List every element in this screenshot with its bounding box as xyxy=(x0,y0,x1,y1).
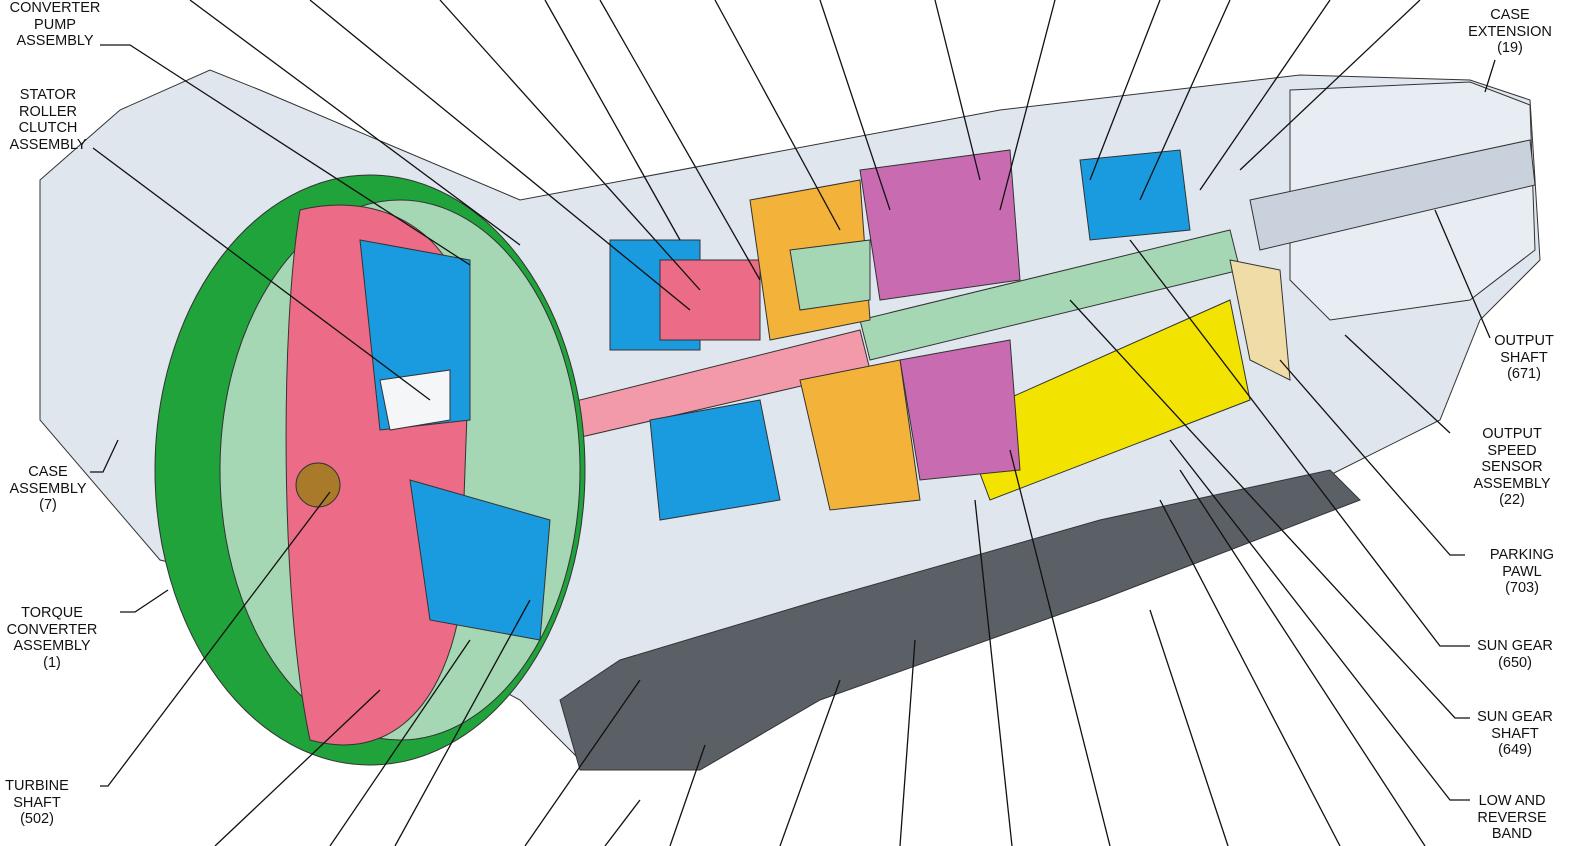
leader-sun-gear-shaft xyxy=(1069,299,1470,719)
turbine-blue xyxy=(409,479,551,641)
leader-lines xyxy=(90,0,1496,846)
stator-white xyxy=(379,369,451,431)
leader-case-extension xyxy=(1484,59,1496,93)
parking-pawl xyxy=(1229,259,1291,381)
blue-planetary xyxy=(1079,149,1191,241)
oil-pan xyxy=(559,469,1361,771)
leader-stator xyxy=(92,147,431,401)
orange-lower xyxy=(799,359,921,511)
leader-sun-gear xyxy=(1129,239,1470,647)
leader-parking-pawl xyxy=(1279,359,1465,556)
leader-case-assembly xyxy=(90,439,119,473)
leader-output-shaft xyxy=(1434,209,1491,339)
blue-lower xyxy=(649,399,781,521)
leader-low-reverse-band xyxy=(1169,439,1470,801)
leader-converter-pump xyxy=(100,44,471,266)
leader-turbine-shaft xyxy=(100,491,331,787)
leader-output-speed-sensor xyxy=(1344,334,1451,434)
converter-hub xyxy=(295,462,341,508)
purple-clutch xyxy=(859,149,1021,301)
purple-lower xyxy=(899,339,1021,481)
leader-torque-converter xyxy=(120,589,169,613)
mint-spring xyxy=(789,239,871,311)
clutch-pink xyxy=(659,259,761,341)
label-sun-gear: SUN GEAR(650) xyxy=(1477,638,1553,671)
output-shaft xyxy=(1249,139,1536,251)
